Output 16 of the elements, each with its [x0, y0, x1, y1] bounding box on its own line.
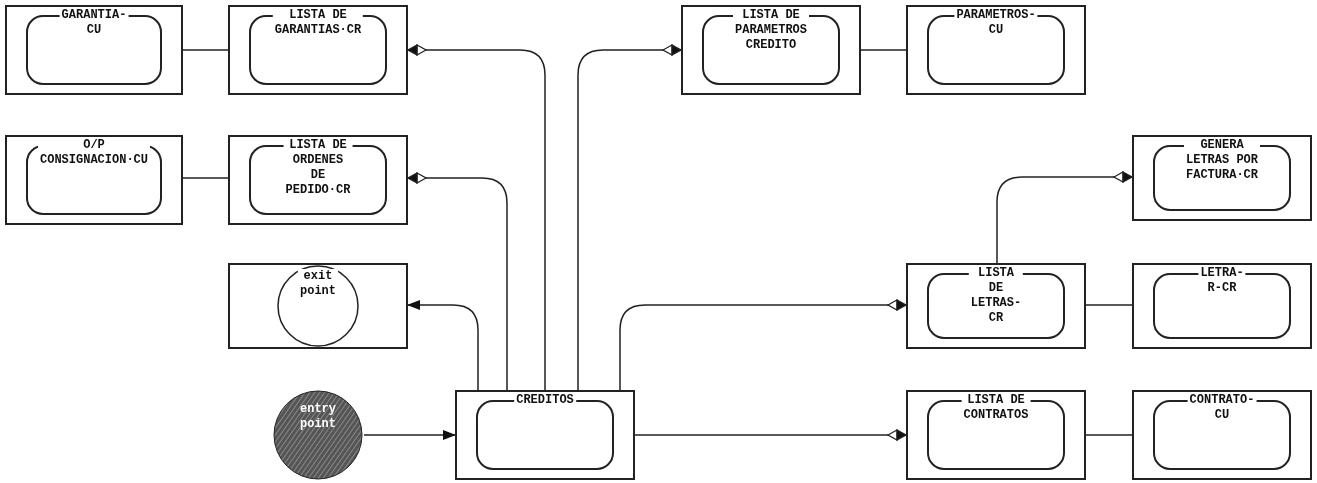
entity-label: exit point	[298, 269, 338, 299]
entry-point-circle	[272, 390, 364, 480]
entity-box	[1132, 263, 1312, 349]
entity-box	[455, 390, 635, 480]
entity-box	[5, 5, 183, 95]
entity-box	[5, 135, 183, 225]
entity-label: entry point	[299, 402, 337, 432]
entity-box	[228, 135, 408, 225]
entity-box	[906, 263, 1086, 349]
entity-box	[1132, 390, 1312, 480]
entity-box	[906, 5, 1086, 95]
entity-box	[906, 390, 1086, 480]
entity-box	[228, 5, 408, 95]
entity-box	[681, 5, 861, 95]
entity-box	[228, 263, 408, 349]
entity-box	[1132, 135, 1312, 221]
